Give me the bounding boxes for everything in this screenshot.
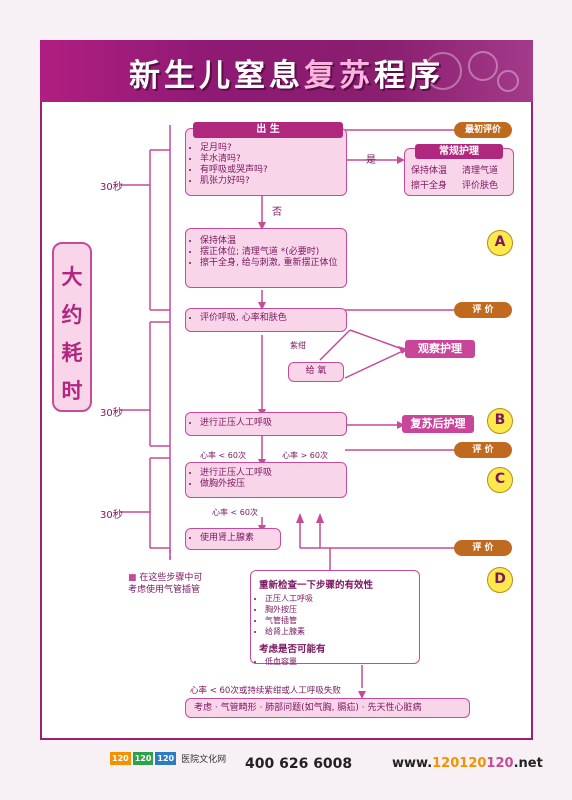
step-d-box: 重新检查一下步骤的有效性 正压人工呼吸胸外按压气管插管给肾上腺素 考虑是否可能有… — [250, 570, 420, 666]
page-title: 新生儿窒息复苏程序 — [129, 58, 444, 94]
evaluate-box: 评价呼吸, 心率和肤色 — [185, 308, 347, 332]
oxygen-box: 给 氧 — [288, 362, 344, 382]
routine-care-header: 常规护理 — [415, 144, 503, 159]
seconds-label-2: 30秒 — [100, 408, 123, 419]
birth-header: 出 生 — [193, 122, 343, 138]
birth-assessment-box: 足月吗?羊水清吗?有呼吸或哭声吗?肌张力好吗? — [185, 128, 347, 196]
website-url: www.120120120.net — [392, 756, 543, 771]
hotline-number: 400 626 6008 — [245, 756, 353, 772]
epinephrine-box: 使用肾上腺素 — [185, 528, 281, 550]
step-a-box: 保持体温摆正体位; 清理气道 *(必要时)擦干全身, 给与刺激, 重新摆正体位 — [185, 228, 347, 288]
persistent-failure-note: 心率 < 60次或持续紫绀或人工呼吸失败 — [190, 686, 341, 696]
eval-tag-1: 评 价 — [454, 302, 512, 318]
hr-lt60b-label: 心率 < 60次 — [212, 508, 258, 517]
cyanosis-label: 紫绀 — [290, 341, 306, 350]
no-label: 否 — [272, 207, 282, 218]
hr-gt60-label: 心率 > 60次 — [282, 451, 328, 460]
ppv-box: 进行正压人工呼吸 — [185, 412, 347, 436]
title-banner: 新生儿窒息复苏程序 — [40, 40, 533, 102]
observe-care-box: 观察护理 — [405, 340, 475, 358]
eval-tag-3: 评 价 — [454, 540, 512, 556]
yes-label: 是 — [366, 155, 376, 166]
approx-time-label: 大约耗时 — [52, 242, 92, 412]
seconds-label-3: 30秒 — [100, 510, 123, 521]
step-a-marker: A — [487, 230, 513, 256]
first-eval-tag: 最初评价 — [454, 122, 512, 138]
step-b-marker: B — [487, 408, 513, 434]
step-d-marker: D — [487, 567, 513, 593]
step-c-marker: C — [487, 467, 513, 493]
step-c-box: 进行正压人工呼吸做胸外按压 — [185, 462, 347, 498]
eval-tag-2: 评 价 — [454, 442, 512, 458]
consider-anomalies-box: 考虑 · 气管畸形 · 肺部问题(如气胸, 膈疝) · 先天性心脏病 — [185, 698, 470, 718]
seconds-label-1: 30秒 — [100, 182, 123, 193]
floral-ornament — [424, 51, 519, 92]
hr-lt60-label: 心率 < 60次 — [200, 451, 246, 460]
post-resuscitation-care-box: 复苏后护理 — [402, 415, 474, 433]
hospital-culture-logo: 120 120 120 医院文化网 — [110, 751, 227, 765]
intubation-note: ■ 在这些步骤中可 考虑使用气管插管 — [128, 573, 203, 595]
